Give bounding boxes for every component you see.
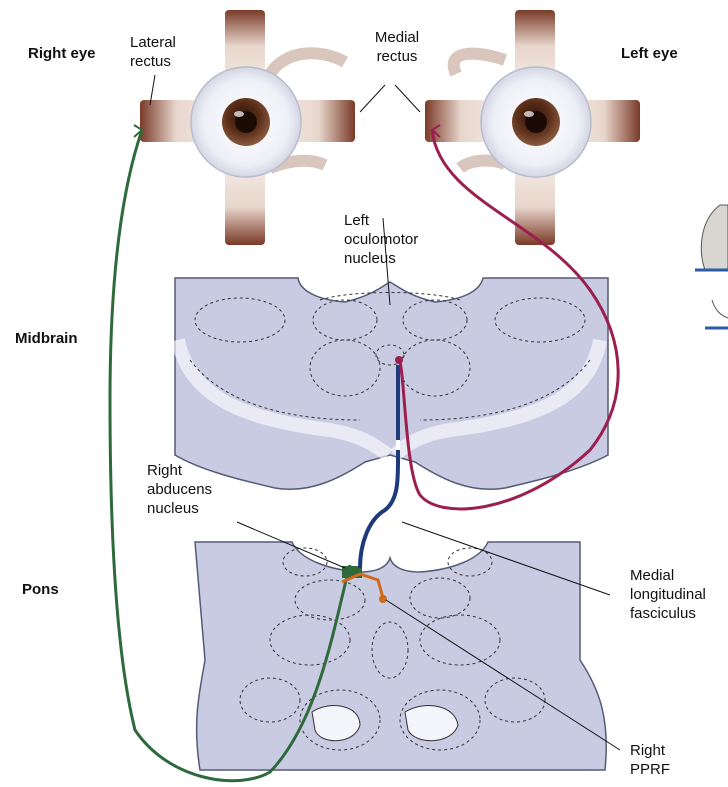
midbrain-label: Midbrain [15,329,78,348]
oculomotor-nucleus-dot [395,356,403,364]
pons-section [195,542,606,770]
pons-label: Pons [22,580,59,599]
left-eye-label: Left eye [621,44,678,63]
medial-rectus-label: Medial rectus [362,28,432,66]
left-oculomotor-nucleus-label: Left oculomotor nucleus [344,211,454,268]
pprf-dot [379,595,387,603]
leader-medial-rectus-left [395,85,420,112]
right-abducens-nucleus-label: Right abducens nucleus [147,461,247,518]
partial-figure [695,205,728,328]
right-eye-label: Right eye [28,44,96,63]
left-superior-oblique [454,54,505,74]
leader-medial-rectus-right [360,85,385,112]
midbrain-outline [175,278,608,489]
pons-outline [195,542,606,770]
left-eye [425,10,640,245]
superior-oblique [270,53,345,74]
lateral-rectus-label: Lateral rectus [130,33,200,71]
mlf-label: Medial longitudinal fasciculus [630,566,728,623]
midbrain-section [175,278,608,489]
right-pprf-label: Right PPRF [630,741,700,779]
